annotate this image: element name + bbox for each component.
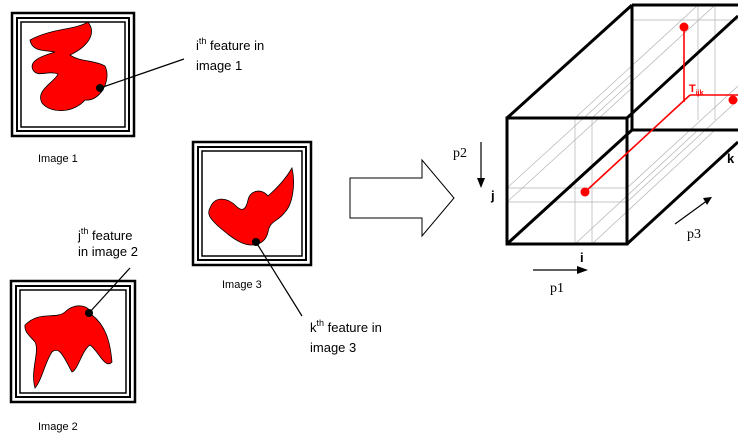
image-3-caption: Image 3 [222, 279, 262, 291]
axis-label-p2: p2 [453, 146, 467, 161]
image-3-frame [191, 140, 313, 267]
axis-label-p1: p1 [550, 281, 564, 296]
k-feature-callout-line1: kth feature in [310, 318, 382, 335]
image-1-frame [10, 11, 136, 138]
i-feature-callout-line2: image 1 [196, 58, 242, 73]
j-feature-callout-line1: jth feature [77, 226, 133, 243]
tensor-entry-label: Tijk [689, 83, 704, 97]
p2-arrow-icon [477, 142, 485, 188]
tensor-grid-lines [506, 4, 738, 245]
tensor-entry-path [580, 22, 738, 197]
i-feature-callout-line1: ith feature in [196, 36, 264, 53]
transform-arrow-icon [349, 158, 455, 238]
tensor-box [505, 3, 738, 246]
p1-arrow-icon [533, 266, 588, 274]
j-feature-callout-line2: in image 2 [78, 244, 138, 259]
image-2-caption: Image 2 [38, 421, 78, 433]
p3-arrow-icon [674, 197, 712, 225]
tensor-label-j: j [490, 188, 495, 203]
tensor-label-k: k [727, 151, 735, 166]
image-3-feature-shape [208, 166, 294, 246]
axis-label-p3: p3 [687, 227, 701, 242]
image-1-caption: Image 1 [38, 153, 78, 165]
image-1-feature-shape [29, 21, 108, 111]
image-2-feature-shape [24, 305, 113, 389]
k-feature-callout-line2: image 3 [310, 340, 356, 355]
tensor-label-i: i [580, 250, 584, 265]
image-2-frame [9, 279, 137, 404]
